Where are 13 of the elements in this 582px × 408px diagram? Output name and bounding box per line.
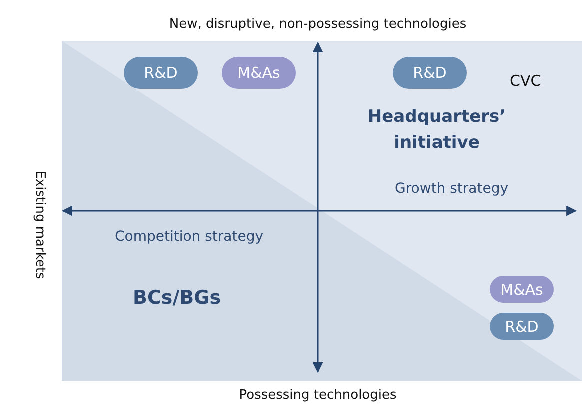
quadrant-label: CVC	[510, 72, 542, 90]
strategy-label: Growth strategy	[395, 181, 509, 197]
tag-pill: R&D	[490, 313, 554, 340]
tag-pill: M&As	[490, 276, 554, 303]
quadrant-title: Headquarters’ initiative	[366, 106, 508, 154]
tag-pill: M&As	[222, 57, 296, 89]
strategy-label: Competition strategy	[115, 229, 264, 245]
tag-pill: R&D	[393, 57, 467, 89]
axis-label: Possessing technologies	[239, 388, 397, 403]
axis-label: New, disruptive, non-possessing technologies	[169, 17, 467, 32]
tag-pill: R&D	[124, 57, 198, 89]
axis-label: Existing markets	[32, 170, 48, 280]
quadrant-title: BCs/BGs	[133, 287, 222, 309]
